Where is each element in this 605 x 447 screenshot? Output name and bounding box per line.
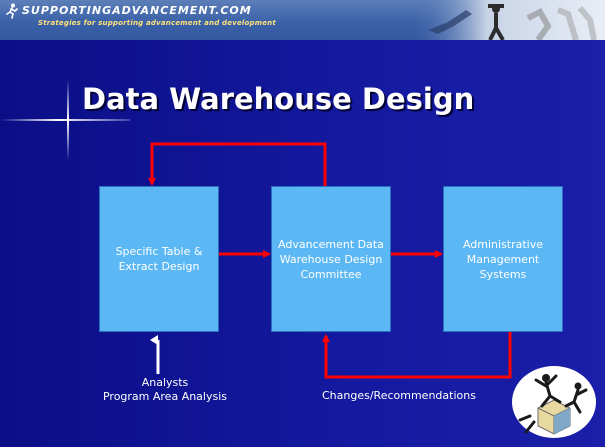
analysts-line1: Analysts (141, 376, 189, 389)
runner-logo-icon (6, 3, 18, 19)
sparkle-vertical (67, 80, 69, 160)
sparkle-icon (0, 119, 130, 121)
header-banner: SUPPORTINGADVANCEMENT.COM Strategies for… (0, 0, 605, 40)
analysts-caption: Analysts Program Area Analysis (80, 376, 250, 404)
brand-text: SUPPORTINGADVANCEMENT.COM (22, 4, 252, 17)
box-admin-label: Administrative Management Systems (462, 237, 544, 281)
feedback-caption: Changes/Recommendations (322, 389, 476, 402)
box-committee-label: Advancement Data Warehouse Design Commit… (278, 237, 384, 281)
box-admin-systems: Administrative Management Systems (443, 186, 563, 332)
brand-tagline: Strategies for supporting advancement an… (38, 19, 276, 27)
box-specific-table-design: Specific Table & Extract Design (99, 186, 219, 332)
slide-title: Data Warehouse Design (82, 82, 475, 116)
analysts-line2: Program Area Analysis (102, 390, 228, 403)
header-photo-icon (408, 0, 605, 40)
box-specific-label: Specific Table & Extract Design (115, 245, 203, 273)
box-design-committee: Advancement Data Warehouse Design Commit… (271, 186, 391, 332)
clipart-figure-icon (512, 366, 596, 438)
